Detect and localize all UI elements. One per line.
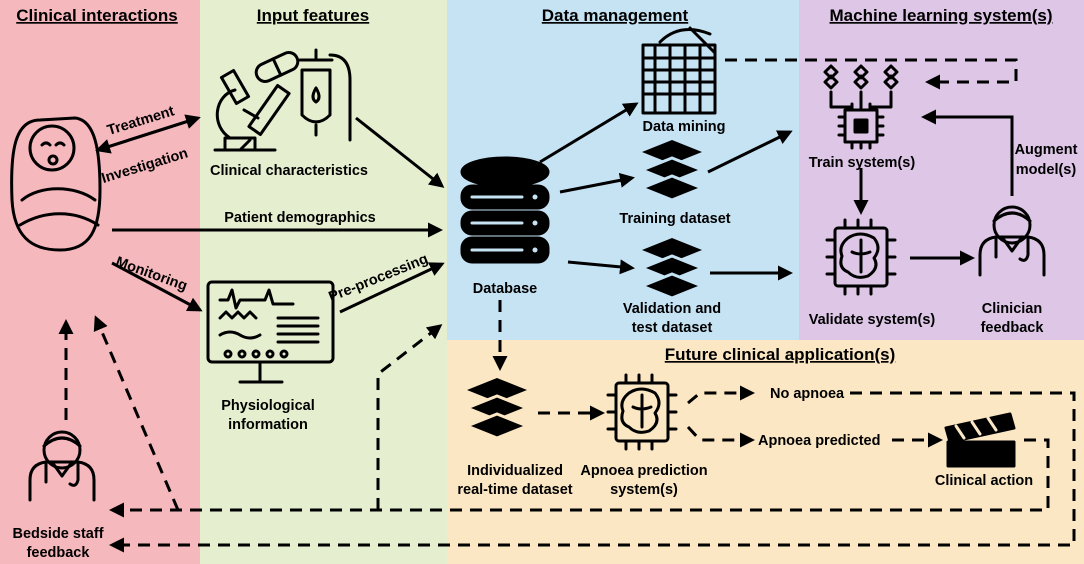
label-augment-1: Augment bbox=[1015, 142, 1078, 158]
label-clinical-characteristics: Clinical characteristics bbox=[210, 163, 368, 179]
arrow-monitoring bbox=[111, 261, 203, 312]
syringe-icon bbox=[238, 84, 291, 152]
arrow-system-to-no-apnoea bbox=[687, 385, 755, 405]
arrow-no-apnoea-to-feedback bbox=[109, 391, 1076, 553]
label-train-systems: Train system(s) bbox=[809, 155, 916, 171]
label-validation-1: Validation and bbox=[623, 301, 721, 317]
header-machine-learning: Machine learning system(s) bbox=[830, 6, 1053, 25]
header-data-management: Data management bbox=[542, 6, 689, 25]
header-input-features: Input features bbox=[257, 6, 369, 25]
layers-icon bbox=[637, 238, 707, 300]
label-physiological-1: Physiological bbox=[221, 398, 314, 414]
microscope-icon bbox=[213, 69, 277, 152]
arrow-db-to-validation bbox=[567, 259, 635, 275]
label-bedside-2: feedback bbox=[27, 545, 91, 561]
iv-bag-icon bbox=[298, 48, 352, 142]
chip-icon bbox=[837, 102, 885, 150]
label-validation-2: test dataset bbox=[632, 320, 713, 336]
panel-machine-learning bbox=[799, 0, 1084, 340]
data-mining-icon bbox=[641, 26, 717, 115]
label-apnoea-system-1: Apnoea prediction bbox=[580, 463, 707, 479]
header-future-application: Future clinical application(s) bbox=[665, 345, 895, 364]
label-individualized-2: real-time dataset bbox=[457, 482, 572, 498]
monitor-icon bbox=[206, 280, 335, 384]
label-patient-demographics: Patient demographics bbox=[224, 210, 375, 226]
label-physiological-2: information bbox=[228, 417, 308, 433]
label-clinical-action: Clinical action bbox=[935, 473, 1033, 489]
arrow-feedback-to-monitor bbox=[376, 324, 443, 510]
arrow-clinical-to-db bbox=[355, 116, 445, 188]
label-data-mining: Data mining bbox=[643, 119, 726, 135]
label-bedside-1: Bedside staff bbox=[12, 526, 103, 542]
label-database: Database bbox=[473, 281, 537, 297]
label-apnoea-system-2: system(s) bbox=[610, 482, 678, 498]
arrow-bedside-feedback-to-infant bbox=[93, 315, 180, 511]
arrow-mining-to-ml bbox=[725, 58, 1018, 90]
brain-chip-icon bbox=[825, 218, 897, 296]
label-apnoea-predicted: Apnoea predicted bbox=[758, 433, 880, 449]
arrow-augment bbox=[921, 109, 1014, 196]
label-no-apnoea: No apnoea bbox=[770, 386, 845, 402]
clinician-icon bbox=[28, 430, 96, 502]
header-clinical-interactions: Clinical interactions bbox=[16, 6, 178, 25]
layers-icon bbox=[637, 140, 707, 202]
label-validate-systems: Validate system(s) bbox=[809, 312, 936, 328]
arrow-preprocessing bbox=[339, 262, 445, 314]
label-clinician-2: feedback bbox=[981, 320, 1045, 336]
arrow-investigation bbox=[95, 116, 199, 154]
arrow-db-to-mining bbox=[539, 102, 639, 164]
arrow-action-to-feedback bbox=[109, 438, 1050, 518]
brain-chip-icon bbox=[606, 373, 678, 451]
arrow-training-to-train bbox=[707, 130, 793, 174]
arrow-system-to-apnoea-predicted bbox=[686, 425, 755, 448]
label-training-dataset: Training dataset bbox=[619, 211, 730, 227]
database-icon bbox=[460, 156, 550, 264]
layers-icon bbox=[462, 378, 532, 440]
label-clinician-1: Clinician bbox=[982, 301, 1042, 317]
label-individualized-1: Individualized bbox=[467, 463, 563, 479]
clinician-icon bbox=[978, 205, 1046, 277]
arrow-db-to-training bbox=[559, 172, 635, 194]
clapperboard-icon bbox=[944, 412, 1016, 468]
label-augment-2: model(s) bbox=[1016, 162, 1077, 178]
pill-icon bbox=[254, 51, 300, 83]
